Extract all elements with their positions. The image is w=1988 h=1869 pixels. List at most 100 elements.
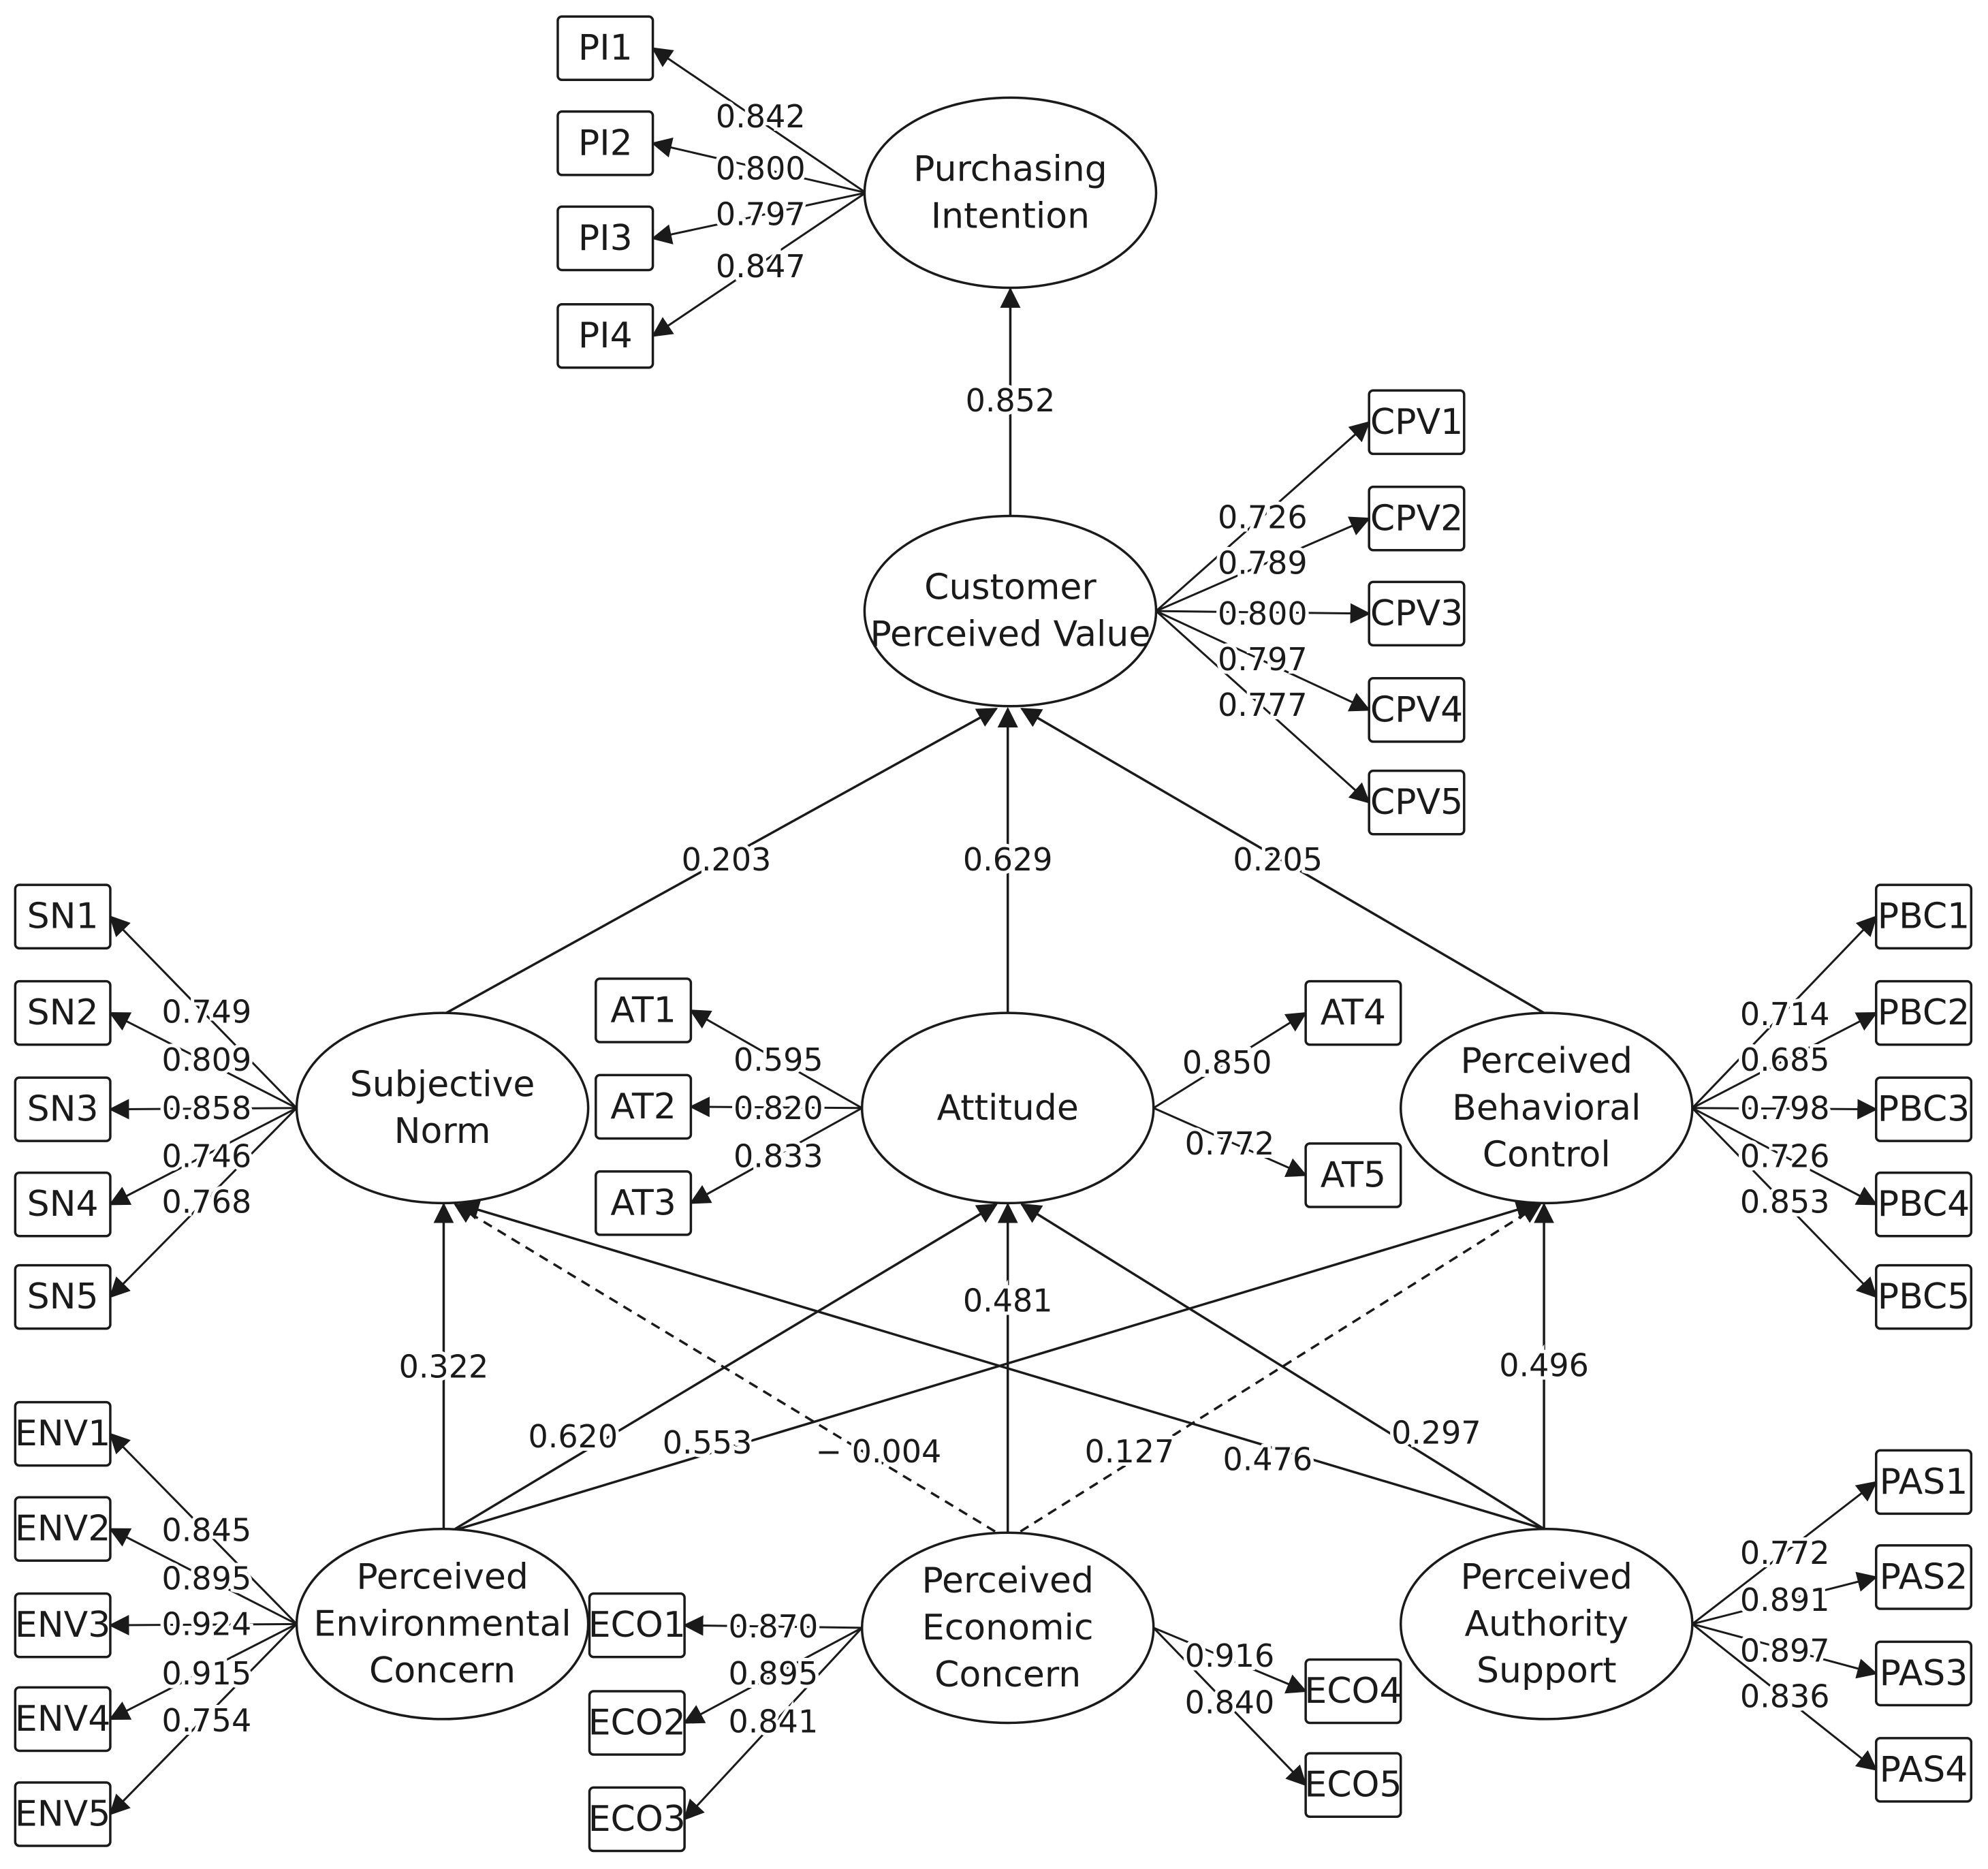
loading-arrow-env2 <box>108 1528 298 1625</box>
indicator-eco1: ECO1 <box>588 1592 686 1659</box>
construct-label-line: Subjective <box>350 1064 535 1105</box>
loading-value-pi4: 0.847 <box>716 248 806 285</box>
indicator-label: ENV4 <box>15 1699 110 1740</box>
indicator-box <box>556 205 654 272</box>
indicator-box <box>588 1690 686 1756</box>
indicator-box <box>595 1170 693 1236</box>
indicator-cpv5: CPV5 <box>1368 769 1466 836</box>
loading-value-cpv5: 0.777 <box>1218 687 1308 723</box>
indicator-box <box>14 1781 112 1847</box>
loading-value-eco4: 0.916 <box>1185 1637 1275 1674</box>
loading-value-pbc3: 0.798 <box>1740 1090 1830 1127</box>
indicator-label: PBC1 <box>1878 896 1970 937</box>
indicator-box <box>1368 389 1466 456</box>
indicator-label: PAS4 <box>1880 1749 1968 1790</box>
loading-arrow-at4 <box>1152 1011 1308 1110</box>
loading-arrow-env5 <box>109 1623 298 1816</box>
construct-label-line: Perceived <box>356 1556 528 1597</box>
loading-arrow-sn5 <box>109 1107 298 1298</box>
indicator-box <box>1874 1640 1973 1707</box>
construct-label-line: Perceived <box>1461 1041 1633 1082</box>
indicator-label: CPV4 <box>1370 689 1463 730</box>
loading-value-cpv2: 0.789 <box>1218 544 1308 581</box>
indicator-box <box>588 1786 686 1853</box>
loading-value-env1: 0.845 <box>162 1512 252 1549</box>
indicator-at3: AT3 <box>595 1170 693 1236</box>
indicator-box <box>595 1073 693 1140</box>
construct-ellipse <box>860 1531 1155 1725</box>
path-coef-eco-to-pbc: 0.127 <box>1085 1433 1175 1470</box>
indicator-box <box>1304 979 1402 1046</box>
path-eco-to-sn <box>454 1203 996 1533</box>
construct-label-line: Support <box>1477 1650 1617 1691</box>
indicator-at4: AT4 <box>1304 979 1402 1046</box>
path-coef-pas-to-pbc: 0.496 <box>1499 1347 1589 1384</box>
indicator-sn1: SN1 <box>14 883 112 950</box>
indicator-env1: ENV1 <box>14 1400 112 1467</box>
indicator-label: PAS3 <box>1880 1653 1968 1694</box>
loading-value-env2: 0.895 <box>162 1560 252 1597</box>
loading-arrow-at1 <box>689 1009 863 1110</box>
loading-arrow-eco2 <box>682 1627 863 1724</box>
loading-arrow-env1 <box>109 1432 298 1625</box>
indicator-sn3: SN3 <box>14 1076 112 1142</box>
indicator-label: ECO4 <box>1304 1671 1402 1712</box>
indicator-label: ECO5 <box>1304 1765 1402 1806</box>
loading-arrow-at3 <box>689 1107 863 1204</box>
loading-value-eco3: 0.841 <box>729 1703 819 1740</box>
indicator-box <box>14 1686 112 1753</box>
indicator-label: PI1 <box>578 28 633 69</box>
construct-label-line: Perceived <box>1461 1556 1633 1597</box>
indicator-label: ENV1 <box>15 1413 110 1454</box>
indicator-label: AT5 <box>1321 1155 1386 1195</box>
indicator-label: AT2 <box>610 1086 676 1127</box>
loading-value-eco1: 0.870 <box>729 1608 819 1645</box>
loading-arrow-cpv2 <box>1155 516 1371 612</box>
indicator-label: ECO1 <box>588 1605 686 1646</box>
path-coef-eco-to-at: 0.481 <box>963 1283 1053 1319</box>
path-eco-to-pbc <box>1020 1203 1542 1533</box>
loading-arrow-sn3 <box>108 1099 297 1120</box>
indicator-label: PI4 <box>578 315 633 356</box>
loading-arrow-env3 <box>108 1614 297 1635</box>
loading-value-sn5: 0.768 <box>162 1184 252 1221</box>
loading-arrow-sn4 <box>108 1107 298 1206</box>
indicator-eco5: ECO5 <box>1304 1752 1402 1818</box>
construct-ellipse <box>295 1011 590 1205</box>
indicator-box <box>14 883 112 950</box>
loading-arrow-cpv5 <box>1155 610 1371 804</box>
indicator-env3: ENV3 <box>14 1592 112 1659</box>
indicator-at2: AT2 <box>595 1073 693 1140</box>
loading-value-sn3: 0.858 <box>162 1090 252 1127</box>
indicator-label: PI2 <box>578 123 633 163</box>
loading-arrow-pi2 <box>651 137 866 194</box>
loading-arrow-pi4 <box>651 191 867 337</box>
loading-value-env4: 0.915 <box>162 1655 252 1692</box>
loading-value-at5: 0.772 <box>1185 1125 1275 1162</box>
indicator-box <box>14 979 112 1046</box>
construct-ellipse <box>1399 1011 1694 1205</box>
path-pbc-to-cpv <box>1020 707 1545 1014</box>
indicator-box <box>1368 485 1466 552</box>
construct-label-line: Perceived Value <box>870 614 1151 655</box>
indicator-cpv1: CPV1 <box>1368 389 1466 456</box>
indicator-label: ECO3 <box>588 1799 686 1840</box>
loading-value-eco5: 0.840 <box>1185 1684 1275 1721</box>
loading-arrow-sn1 <box>109 915 298 1109</box>
loading-value-pi2: 0.800 <box>716 151 806 187</box>
indicator-at5: AT5 <box>1304 1142 1402 1208</box>
indicator-label: SN5 <box>27 1276 99 1317</box>
loading-value-eco2: 0.895 <box>729 1655 819 1692</box>
loading-value-cpv4: 0.797 <box>1218 641 1308 678</box>
indicator-cpv3: CPV3 <box>1368 580 1466 647</box>
construct-label-line: Customer <box>924 567 1096 608</box>
construct-ellipse <box>1399 1527 1694 1721</box>
path-coef-cpv-to-pi: 0.852 <box>966 382 1056 419</box>
indicator-label: ENV2 <box>15 1509 110 1550</box>
loading-arrow-pas4 <box>1691 1623 1878 1771</box>
indicator-label: SN2 <box>27 992 99 1033</box>
